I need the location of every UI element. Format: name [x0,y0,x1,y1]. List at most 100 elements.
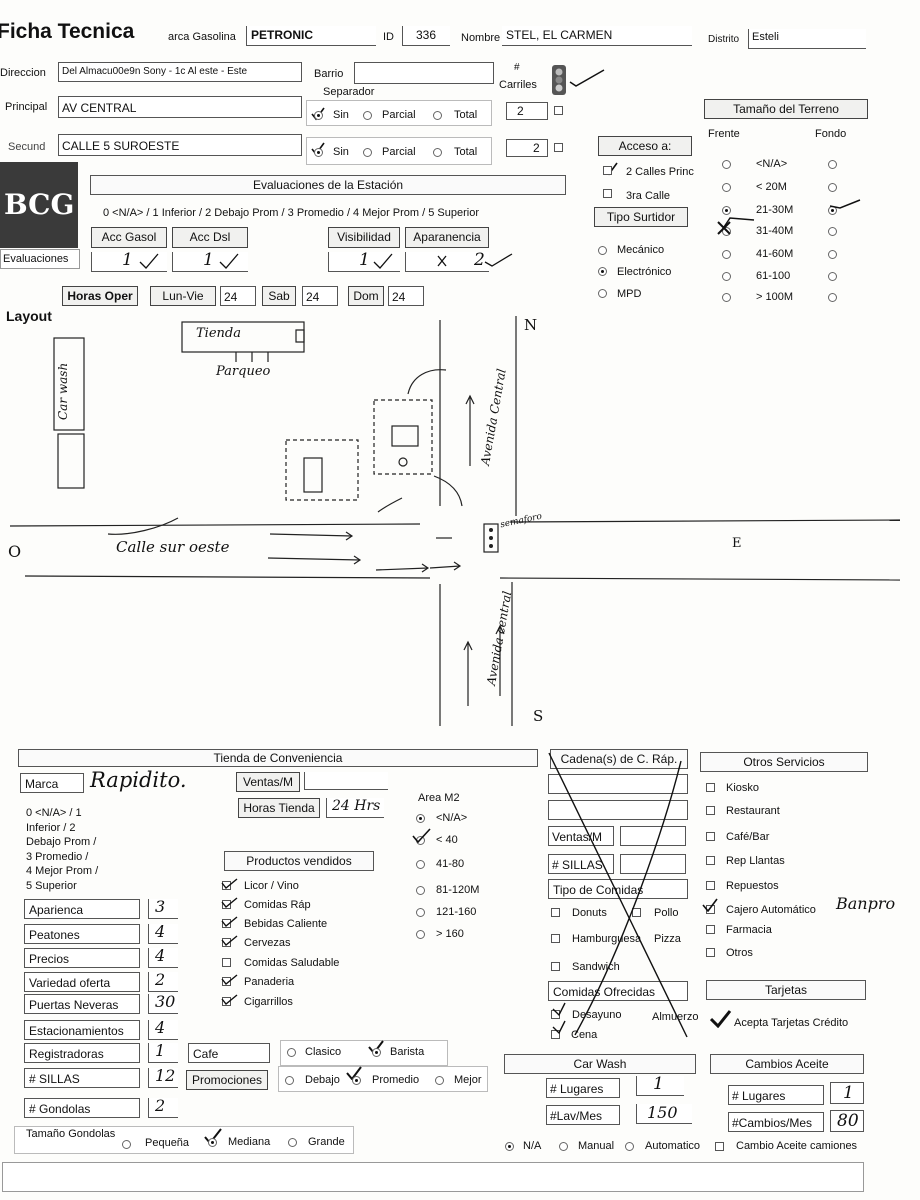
tamano-fondo-radio[interactable] [828,293,837,302]
rating-value-field[interactable]: 12 [148,1066,178,1088]
carwash-lavmes-field[interactable]: 150 [636,1103,692,1124]
carriles-principal-field[interactable]: 2 [506,102,548,120]
cena-checkbox[interactable] [551,1030,560,1039]
tamano-fondo-radio[interactable] [828,160,837,169]
tienda-ventas-button[interactable]: Ventas/M [236,772,300,792]
visibilidad-button[interactable]: Visibilidad [328,227,400,248]
producto-checkbox[interactable] [222,997,231,1006]
cafe-clasico-radio[interactable] [287,1048,296,1057]
sep-secund-parcial-radio[interactable] [363,148,372,157]
secund-field[interactable]: CALLE 5 SUROESTE [58,134,302,156]
tipo-donuts-checkbox[interactable] [551,908,560,917]
rating-value-field[interactable]: 3 [148,897,178,919]
rating-value-field[interactable]: 1 [148,1041,178,1063]
sep-secund-total-radio[interactable] [433,148,442,157]
otros-checkbox[interactable] [706,856,715,865]
tamano-fondo-radio[interactable] [828,250,837,259]
aparanencia-button[interactable]: Aparanencia [405,227,489,248]
sep-principal-total-radio[interactable] [433,111,442,120]
rating-value-field[interactable]: 4 [148,946,178,968]
carwash-automatico-radio[interactable] [625,1142,634,1151]
distrito-field[interactable]: Esteli [748,29,866,49]
area-radio[interactable] [416,814,425,823]
tamano-frente-radio[interactable] [722,183,731,192]
horas-oper-button[interactable]: Horas Oper [62,286,138,306]
tipo-sandwich-checkbox[interactable] [551,962,560,971]
carriles-principal-checkbox[interactable] [554,106,563,115]
horas-tienda-field[interactable]: 24 Hrs [326,798,384,818]
otros-checkbox[interactable] [706,948,715,957]
nombre-field[interactable]: STEL, EL CARMEN [502,26,692,46]
otros-checkbox[interactable] [706,806,715,815]
gondola-mediana-radio[interactable] [208,1138,217,1147]
producto-checkbox[interactable] [222,900,231,909]
tamano-frente-radio[interactable] [722,272,731,281]
area-radio[interactable] [416,930,425,939]
sab-field[interactable]: 24 [302,286,338,306]
rating-value-field[interactable]: 4 [148,1018,178,1040]
tamano-frente-radio[interactable] [722,206,731,215]
aceite-camiones-checkbox[interactable] [715,1142,724,1151]
promo-mejor-radio[interactable] [435,1076,444,1085]
horas-tienda-button[interactable]: Horas Tienda [238,798,320,818]
tienda-ventas-field[interactable] [304,772,388,790]
sab-button[interactable]: Sab [262,286,296,306]
otros-checkbox[interactable] [706,783,715,792]
carriles-secund-field[interactable]: 2 [506,139,548,157]
otros-checkbox[interactable] [706,881,715,890]
sep-secund-sin-radio[interactable] [314,148,323,157]
gondola-grande-radio[interactable] [288,1138,297,1147]
acceso-2calles-checkbox[interactable] [603,166,612,175]
promo-promedio-radio[interactable] [352,1076,361,1085]
carwash-manual-radio[interactable] [559,1142,568,1151]
tipo-hamburguesa-checkbox[interactable] [551,934,560,943]
id-field[interactable]: 336 [402,26,450,46]
rating-value-field[interactable]: 30 [148,992,178,1014]
lun-vie-button[interactable]: Lun-Vie [150,286,216,306]
carriles-secund-checkbox[interactable] [554,143,563,152]
lun-vie-field[interactable]: 24 [220,286,256,306]
area-radio[interactable] [416,886,425,895]
tamano-frente-radio[interactable] [722,293,731,302]
producto-checkbox[interactable] [222,938,231,947]
area-radio[interactable] [416,908,425,917]
visibilidad-field[interactable]: 1 [328,250,400,272]
barrio-field[interactable] [354,62,494,84]
cadena-field-2[interactable] [548,800,688,820]
dom-field[interactable]: 24 [388,286,424,306]
acc-gasol-button[interactable]: Acc Gasol [91,227,167,248]
dom-button[interactable]: Dom [348,286,384,306]
tamano-frente-radio[interactable] [722,250,731,259]
tienda-marca-value[interactable]: Rapidito. [90,768,187,792]
aparanencia-field[interactable]: 2 [405,250,489,272]
surtidor-mpd-radio[interactable] [598,289,607,298]
producto-checkbox[interactable] [222,919,231,928]
notes-field[interactable] [2,1162,864,1192]
marca-field[interactable]: PETRONIC [246,26,376,46]
acc-dsl-field[interactable]: 1 [172,250,248,272]
producto-checkbox[interactable] [222,977,231,986]
otros-checkbox[interactable] [706,832,715,841]
acceso-3ra-checkbox[interactable] [603,189,612,198]
surtidor-electronico-radio[interactable] [598,267,607,276]
carwash-lugares-field[interactable]: 1 [636,1074,684,1096]
surtidor-mecanico-radio[interactable] [598,246,607,255]
tipo-pollo-checkbox[interactable] [632,908,641,917]
acc-dsl-button[interactable]: Acc Dsl [172,227,248,248]
aceite-lugares-field[interactable]: 1 [830,1082,864,1104]
rating-value-field[interactable]: 4 [148,922,178,944]
gondola-pequena-radio[interactable] [122,1140,131,1149]
sep-principal-parcial-radio[interactable] [363,111,372,120]
acc-gasol-field[interactable]: 1 [91,250,167,272]
producto-checkbox[interactable] [222,881,231,890]
promo-debajo-radio[interactable] [285,1076,294,1085]
rating-value-field[interactable]: 2 [148,970,178,992]
tamano-fondo-radio[interactable] [828,183,837,192]
rating-value-field[interactable]: 2 [148,1096,178,1118]
tamano-fondo-radio[interactable] [828,227,837,236]
direccion-field[interactable]: Del Almacu00e9n Sony - 1c Al este - Este [58,62,302,82]
carwash-na-radio[interactable] [505,1142,514,1151]
tamano-fondo-radio[interactable] [828,272,837,281]
area-radio[interactable] [416,860,425,869]
principal-field[interactable]: AV CENTRAL [58,96,302,118]
